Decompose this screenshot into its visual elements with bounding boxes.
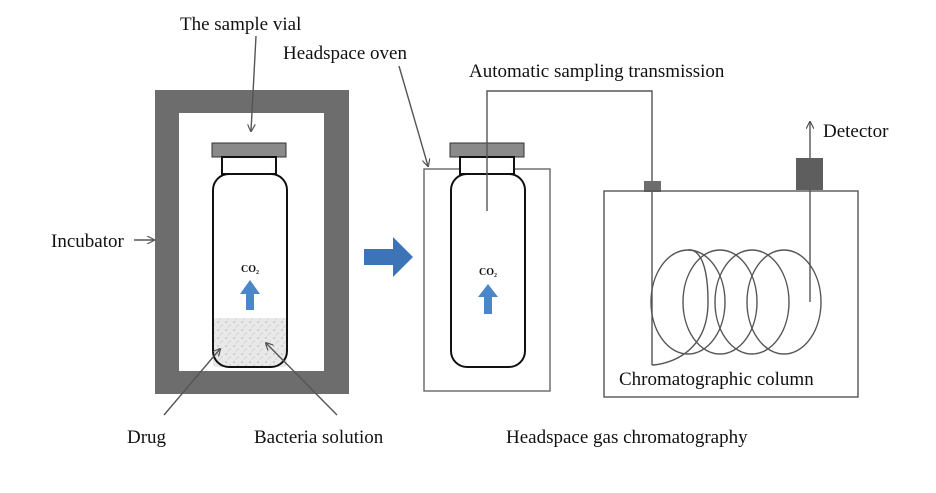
- vial-neck: [221, 156, 277, 175]
- label-automatic-sampling: Automatic sampling transmission: [469, 61, 725, 82]
- co2-label-right: CO₂: [479, 267, 497, 278]
- label-drug: Drug: [127, 427, 167, 448]
- sample-vial-left: CO₂: [211, 142, 288, 368]
- column-coil-loop: [682, 249, 758, 355]
- pointer-sample-vial: [251, 35, 257, 131]
- vial-body: [450, 173, 526, 368]
- co2-label-left: CO₂: [241, 264, 259, 275]
- pointer-drug: [163, 349, 220, 416]
- label-bacteria-solution: Bacteria solution: [254, 427, 384, 448]
- injection-port: [644, 181, 661, 192]
- process-arrow-icon: [364, 237, 413, 277]
- co2-arrow-up-icon: [478, 284, 498, 314]
- label-headspace-oven: Headspace oven: [283, 43, 407, 64]
- gas-chromatograph-box: [603, 190, 859, 398]
- detector-block: [796, 158, 823, 190]
- bacteria-solution: [213, 318, 287, 367]
- column-coil-loop: [746, 249, 822, 355]
- pointer-headspace-oven: [398, 65, 428, 166]
- label-chromatographic-column: Chromatographic column: [619, 369, 814, 390]
- incubator-frame: [155, 90, 349, 394]
- sampling-transmission-line: [486, 90, 653, 211]
- column-coil-loop: [714, 249, 790, 355]
- chromatographic-column-coil: [650, 190, 822, 366]
- vial-cap: [211, 142, 287, 158]
- label-sample-vial: The sample vial: [180, 14, 301, 35]
- label-detector: Detector: [823, 121, 889, 142]
- column-coil-loop: [650, 249, 726, 355]
- vial-body: [212, 173, 288, 368]
- label-incubator: Incubator: [51, 231, 124, 252]
- incubator: [155, 90, 349, 394]
- label-headspace-gc: Headspace gas chromatography: [506, 427, 748, 448]
- co2-arrow-up-icon: [240, 280, 260, 310]
- pointer-bacteria-solution: [266, 343, 338, 416]
